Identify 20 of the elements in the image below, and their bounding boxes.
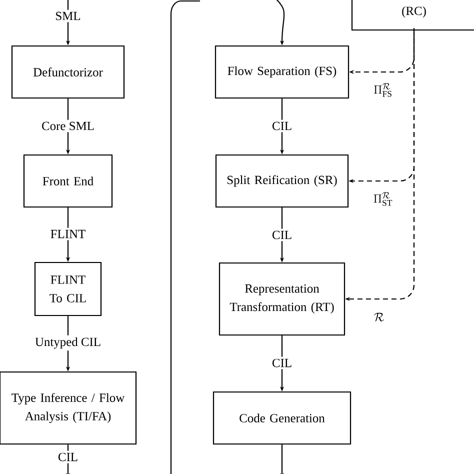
edge-label: CIL xyxy=(56,450,80,464)
edge-label: $\Pi^{\mathcal{R}}_{\mathrm{FS}}$ xyxy=(374,83,392,97)
edge-label: Core SML xyxy=(40,120,96,132)
process-box: Representation Transformation (RT) xyxy=(218,262,346,336)
edge-label: Untyped CIL xyxy=(32,335,104,351)
edge-label: CIL xyxy=(270,120,294,132)
process-box: Flow Separation (FS) xyxy=(214,45,350,99)
edge-label: $\Pi^{\mathcal{R}}_{\mathrm{ST}}$ xyxy=(374,192,392,206)
process-box: Front End xyxy=(23,154,113,208)
process-box: Split Reification (SR) xyxy=(215,154,349,208)
edge-label: $\mathcal{R}$ xyxy=(374,312,384,322)
process-box: Defunctorizor xyxy=(11,45,125,99)
process-box: (RC) xyxy=(351,0,474,31)
process-box: Type Inference / Flow Analysis (TI/FA) xyxy=(0,371,137,445)
edge-label: CIL xyxy=(270,356,294,370)
process-box: Code Generation xyxy=(212,391,352,445)
edge-label: FLINT xyxy=(48,228,88,240)
edge-label: SML xyxy=(53,10,83,22)
edge-label: CIL xyxy=(270,228,294,242)
process-box: FLINT To CIL xyxy=(34,262,102,316)
